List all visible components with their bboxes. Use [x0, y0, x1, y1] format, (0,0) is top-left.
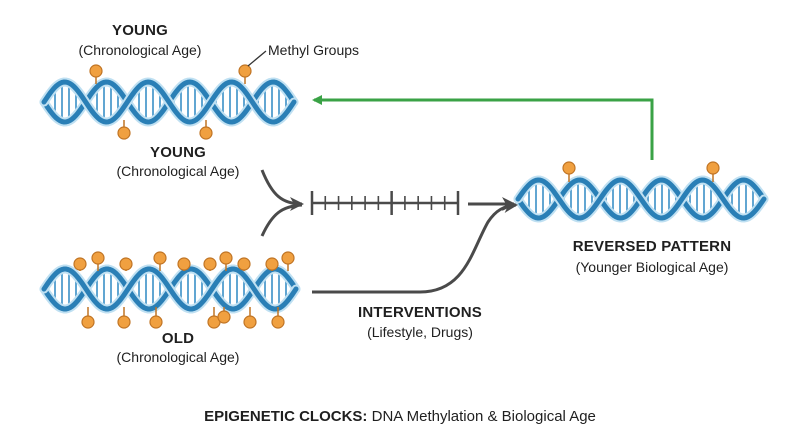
young-top-title: YOUNG [111, 22, 168, 39]
methyl-group-icon [706, 161, 720, 175]
methyl-group-icon [81, 315, 95, 329]
methyl-group-icon [91, 251, 105, 265]
dna-helix-reversed-icon [513, 161, 769, 223]
young-top-subtitle: (Chronological Age) [78, 42, 202, 58]
young-mid-title: YOUNG [149, 144, 206, 161]
caption-rest: DNA Methylation & Biological Age [367, 408, 596, 425]
dna-helix-young-icon [39, 64, 299, 140]
methyl-group-icon [149, 315, 163, 329]
old-subtitle: (Chronological Age) [116, 349, 240, 365]
methyl-group-icon [199, 126, 213, 140]
figure-caption: EPIGENETIC CLOCKS: DNA Methylation & Bio… [0, 408, 800, 425]
interventions-arrow [312, 199, 518, 294]
clock-scale-icon [310, 191, 460, 215]
caption-bold: EPIGENETIC CLOCKS: [204, 408, 368, 425]
methyl-pointer-line [247, 50, 267, 67]
methyl-group-icon [153, 251, 167, 265]
reversed-pattern-title: REVERSED PATTERN [572, 238, 732, 255]
methyl-groups-label: Methyl Groups [268, 42, 360, 58]
methyl-group-icon [73, 257, 87, 271]
methyl-group-icon [217, 310, 231, 324]
methyl-group-icon [265, 257, 279, 271]
old-title: OLD [161, 330, 195, 347]
methyl-group-icon [237, 257, 251, 271]
interventions-title: INTERVENTIONS [357, 304, 482, 321]
interventions-subtitle: (Lifestyle, Drugs) [367, 324, 473, 340]
young-to-clock-arrow [260, 169, 304, 211]
methyl-group-icon [562, 161, 576, 175]
dna-strand [41, 79, 297, 125]
young-mid-subtitle: (Chronological Age) [116, 163, 240, 179]
methyl-group-icon [119, 257, 133, 271]
methyl-group-icon [271, 315, 285, 329]
reversed-pattern-subtitle: (Younger Biological Age) [575, 259, 729, 275]
methyl-group-icon [177, 257, 191, 271]
dna-strand [515, 177, 767, 221]
reversal-arrow [312, 95, 654, 160]
methyl-group-icon [117, 126, 131, 140]
methyl-group-icon [281, 251, 295, 265]
dna-strand [41, 266, 299, 312]
methyl-group-icon [117, 315, 131, 329]
methyl-group-icon [238, 64, 252, 78]
methyl-group-icon [89, 64, 103, 78]
old-to-clock-arrow [260, 203, 303, 237]
methyl-group-icon [203, 257, 217, 271]
methyl-group-icon [243, 315, 257, 329]
methyl-group-icon [219, 251, 233, 265]
dna-helix-old-icon [39, 251, 301, 329]
